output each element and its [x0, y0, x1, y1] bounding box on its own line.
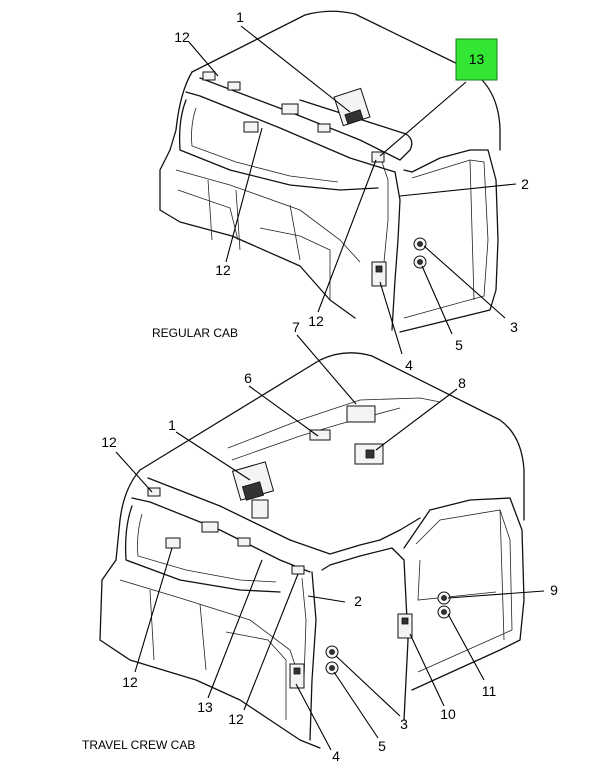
callout-3: 3 — [400, 716, 408, 732]
callout-2: 2 — [354, 593, 362, 609]
travel-cab-leaders — [115, 334, 545, 751]
callout-13: 13 — [197, 699, 213, 715]
callout-11: 11 — [482, 683, 497, 699]
callout-10: 10 — [440, 706, 456, 722]
travel-cab-callouts: 7 6 8 1 12 2 9 11 10 3 5 4 12 13 12 TRAV… — [82, 319, 558, 761]
regular-cab-leaders — [188, 25, 517, 355]
callout-1: 1 — [168, 417, 176, 433]
highlight-box[interactable] — [455, 38, 498, 81]
callout-3: 3 — [510, 319, 518, 335]
travel-crew-cab-caption: TRAVEL CREW CAB — [82, 738, 195, 752]
regular-cab-caption: REGULAR CAB — [152, 326, 238, 340]
callout-9: 9 — [550, 582, 558, 598]
callout-6: 6 — [244, 370, 252, 386]
callout-5: 5 — [378, 738, 386, 754]
callout-4: 4 — [332, 748, 340, 761]
travel-crew-cab-drawing — [99, 352, 525, 749]
callout-12: 12 — [174, 29, 190, 45]
regular-cab-callouts: 1 12 2 12 12 3 5 4 REGULAR CAB — [152, 9, 529, 373]
callout-12: 12 — [122, 674, 138, 690]
callout-12: 12 — [101, 434, 117, 450]
callout-2: 2 — [521, 176, 529, 192]
callout-7: 7 — [292, 319, 300, 335]
callout-12: 12 — [215, 262, 231, 278]
callout-12: 12 — [228, 711, 244, 727]
callout-1: 1 — [236, 9, 244, 25]
callout-4: 4 — [405, 357, 413, 373]
callout-8: 8 — [458, 375, 466, 391]
highlight-label: 13 — [469, 51, 485, 67]
regular-cab-drawing — [159, 10, 501, 333]
callout-5: 5 — [455, 337, 463, 353]
highlight-callout-13[interactable]: 13 — [455, 38, 498, 81]
callout-12: 12 — [308, 313, 324, 329]
